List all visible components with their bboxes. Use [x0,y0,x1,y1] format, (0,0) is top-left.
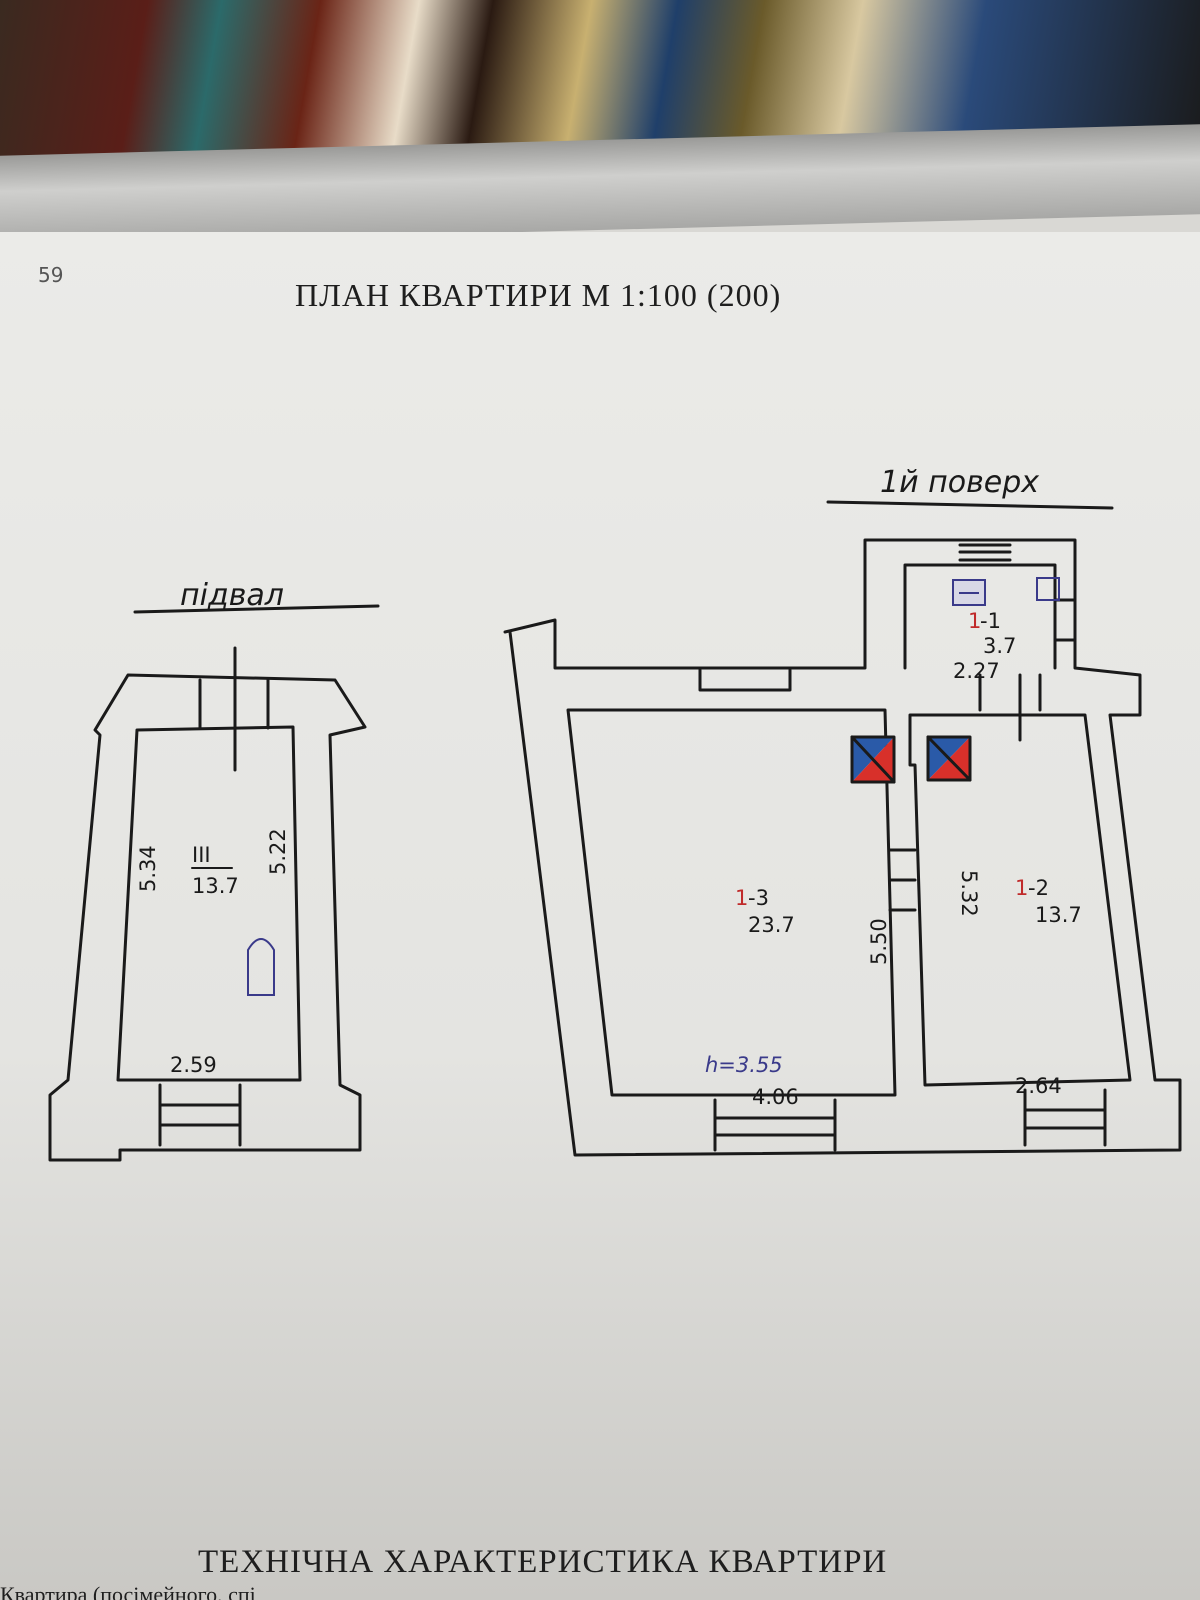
room-1-1-area: 3.7 [983,634,1016,658]
basement-room-id: ІІІ [192,843,211,867]
room-1-2-prefix: 1 [1015,876,1028,900]
room-1-3-length: 5.50 [867,918,891,965]
room-1-2-id: -2 [1028,876,1049,900]
boiler-icon [247,938,275,996]
room-1-3-width: 4.06 [752,1085,799,1109]
room-1-1 [903,563,1057,670]
basement-dim-bottom: 2.59 [170,1053,217,1077]
stairs-1-3 [713,1098,837,1152]
basement-dim-right: 5.22 [266,828,290,875]
stove-icon [952,579,986,606]
room-1-1-prefix: 1 [968,609,981,633]
basement-underline [133,604,380,614]
sink-icon [1036,577,1060,601]
room-1-3-prefix: 1 [735,886,748,910]
basement-dim-left: 5.34 [136,845,160,892]
basement-plan: підвал ІІІ 13.7 5.34 5.22 2.59 [48,578,380,1162]
room-1-2-area: 13.7 [1035,903,1082,927]
first-floor-label: 1й поверх [880,465,1039,500]
page-number: 59 [38,263,63,287]
basement-stairs [158,1083,242,1147]
basement-room-area: 13.7 [192,874,239,898]
vent-icon [926,735,972,782]
footer-partial-text: Квартира (посімейного, спі [0,1582,256,1600]
basement-room [116,725,302,1082]
stairs-1-2 [1023,1088,1107,1147]
first-floor-plan: 1й поверх 1 -1 3.7 2.27 1 -2 13.7 2.64 5… [503,465,1182,1157]
basement-label: підвал [180,578,284,613]
vent-icon [850,735,896,784]
windows-and-doors [698,543,1077,912]
room-1-3 [566,708,897,1097]
page-title: ПЛАН КВАРТИРИ М 1:100 (200) [295,277,781,313]
room-1-2 [908,713,1132,1087]
room-1-2-width: 2.64 [1015,1074,1062,1098]
basement-outer-wall [48,673,367,1162]
room-1-1-id: -1 [980,609,1001,633]
room-1-2-length: 5.32 [957,870,981,917]
room-1-1-width: 2.27 [953,659,1000,683]
footer-heading: ТЕХНІЧНА ХАРАКТЕРИСТИКА КВАРТИРИ [198,1544,887,1580]
room-1-3-id: -3 [748,886,769,910]
room-1-3-area: 23.7 [748,913,795,937]
first-floor-outer-wall [503,538,1182,1157]
ceiling-height: h=3.55 [705,1053,783,1077]
document-page [0,232,1200,1600]
first-floor-underline [826,500,1114,510]
